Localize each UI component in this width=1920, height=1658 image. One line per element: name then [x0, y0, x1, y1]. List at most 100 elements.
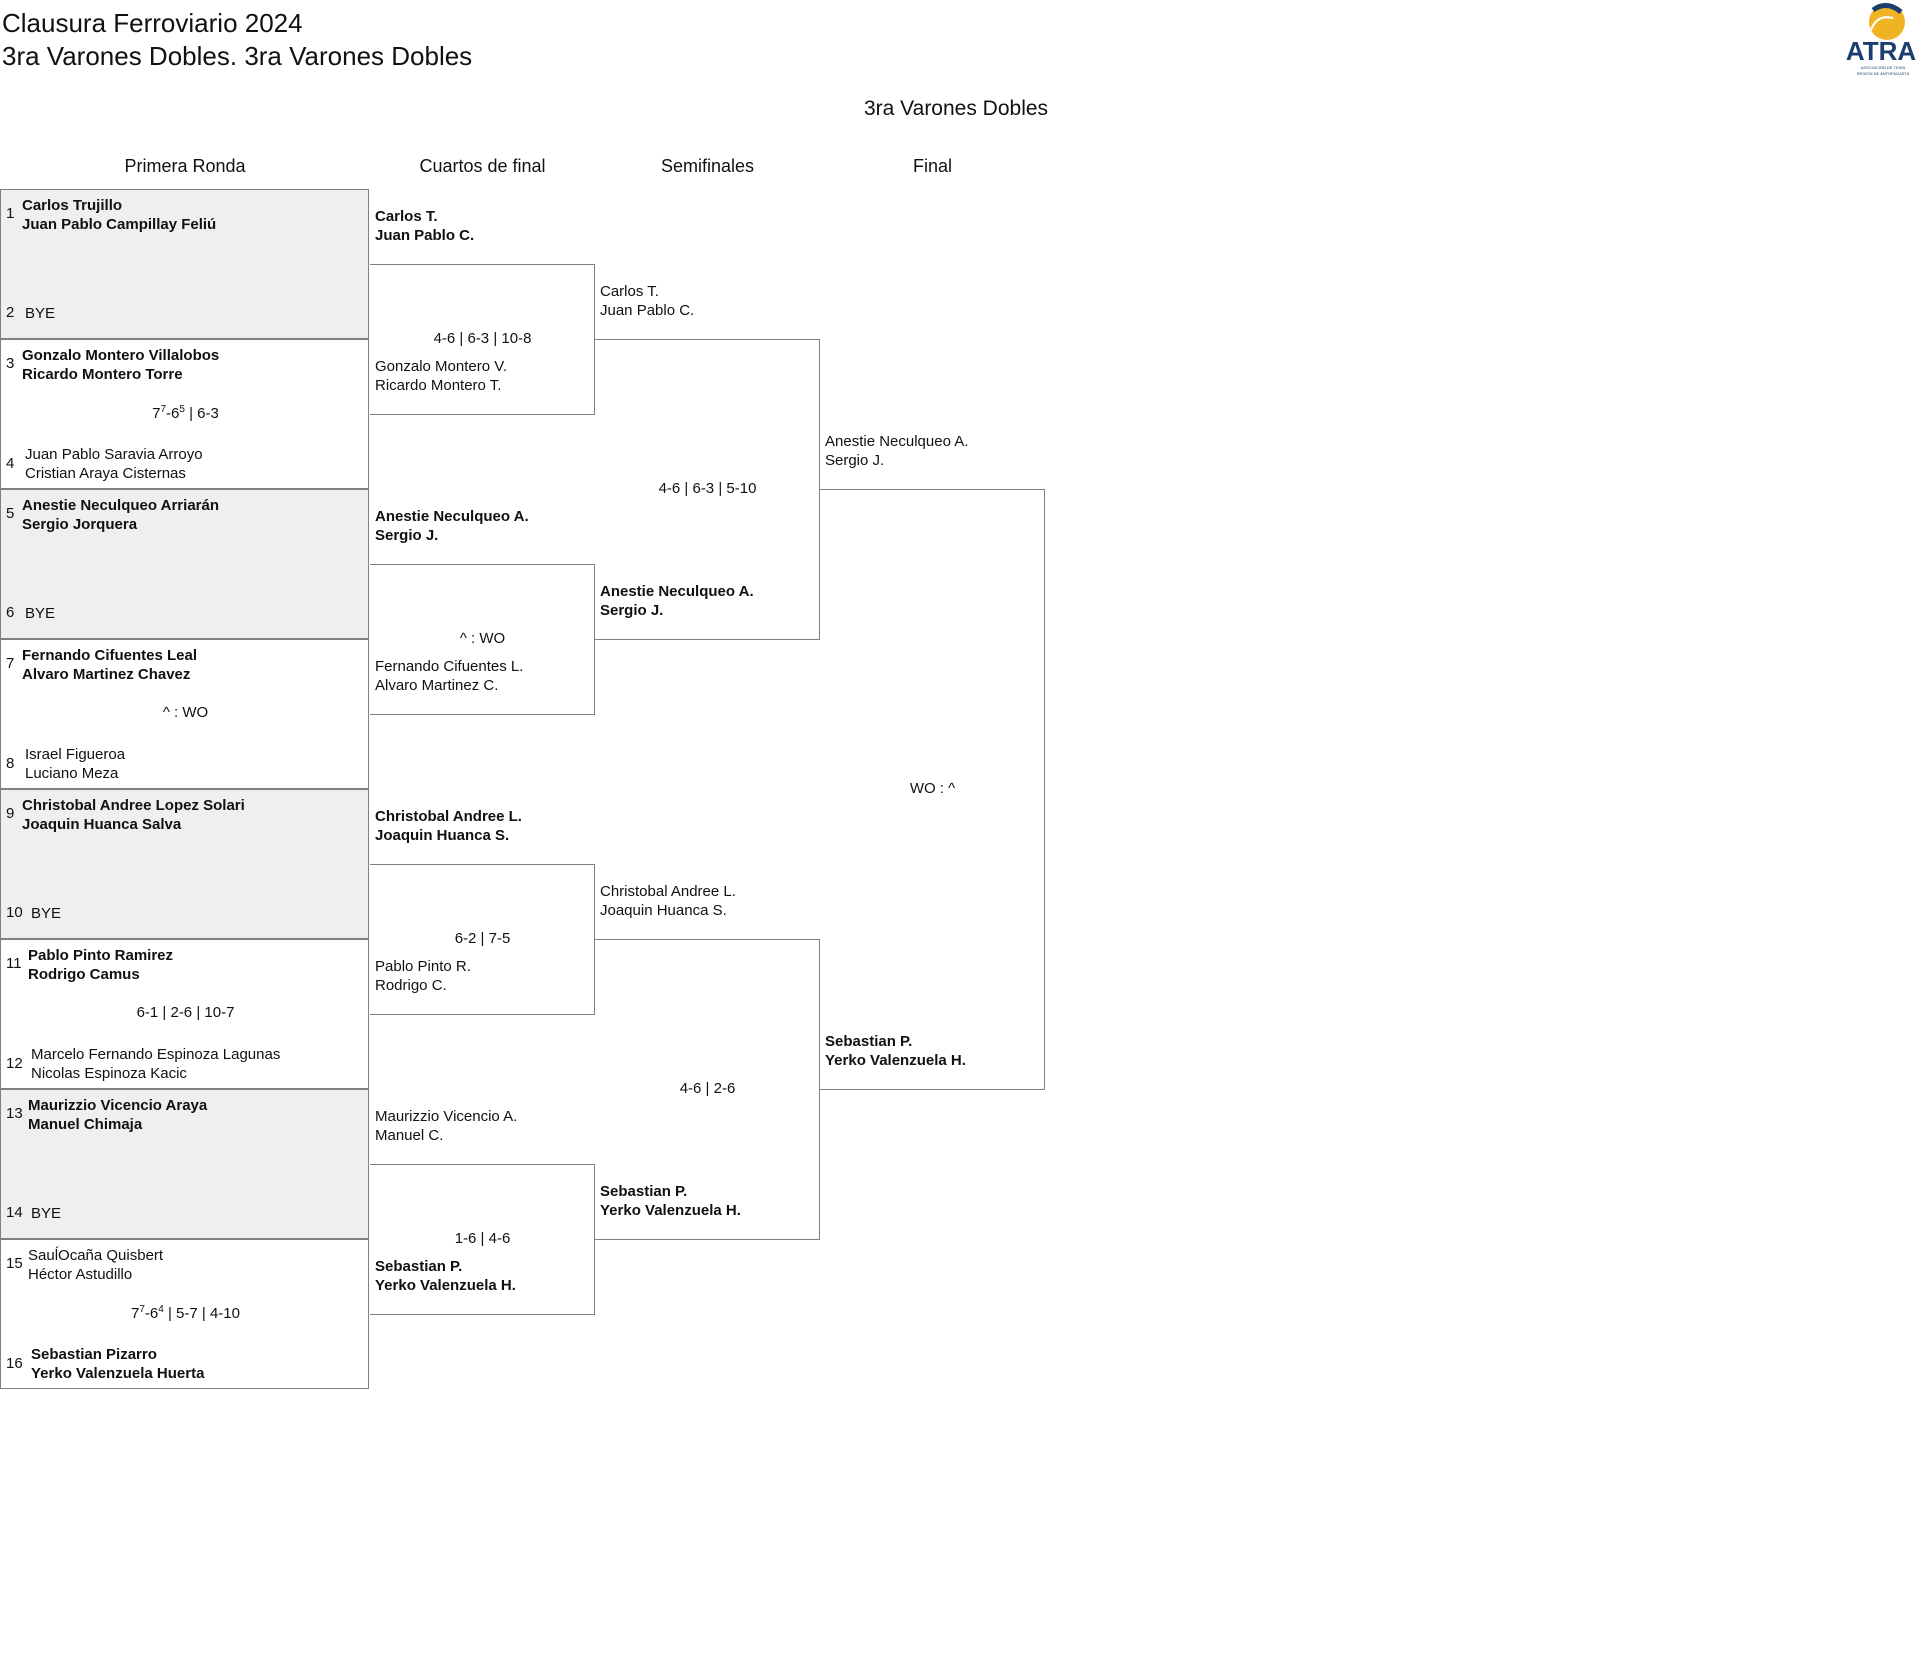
- player-name: Pablo Pinto Ramirez: [28, 947, 174, 964]
- player-name: Alvaro Martinez Chavez: [22, 666, 191, 683]
- semifinal-connector: [595, 339, 820, 640]
- player-name: Juan Pablo C.: [600, 302, 695, 319]
- semifinal-score: 4-6 | 6-3 | 5-10: [658, 479, 757, 497]
- quarterfinal-team-b: Pablo Pinto R. Rodrigo C.: [375, 957, 471, 995]
- bye-label: BYE: [25, 605, 56, 622]
- seed-number: 12: [6, 1055, 23, 1072]
- player-name: Carlos Trujillo: [22, 197, 123, 214]
- final-team-a: Anestie Neculqueo A.Sergio J.: [825, 432, 968, 470]
- column-header-first-round: Primera Ronda: [124, 156, 246, 176]
- quarterfinal-team-a: Maurizzio Vicencio A. Manuel C.: [375, 1107, 517, 1145]
- player-name: SauĺOcaña Quisbert: [28, 1247, 164, 1264]
- player-name: Yerko Valenzuela H.: [825, 1052, 966, 1069]
- semifinal-team-b: Anestie Neculqueo A.Sergio J.: [600, 582, 754, 620]
- player-name: Manuel Chimaja: [28, 1116, 143, 1133]
- semifinal-score: 4-6 | 2-6: [679, 1079, 736, 1097]
- player-name: Gonzalo Montero V.: [375, 358, 508, 375]
- seed-number: 1: [6, 205, 15, 222]
- player-name: Yerko Valenzuela H.: [600, 1202, 741, 1219]
- final-team-b: Sebastian P. Yerko Valenzuela H.: [825, 1032, 966, 1070]
- seed-number: 14: [6, 1204, 23, 1221]
- seed-number: 10: [6, 904, 23, 921]
- player-name: Carlos T.: [600, 283, 659, 300]
- player-name: Rodrigo C.: [375, 977, 447, 994]
- player-name: Pablo Pinto R.: [375, 958, 471, 975]
- player-name: Manuel C.: [375, 1127, 444, 1144]
- match-score: 77-65 | 6-3: [152, 404, 219, 422]
- quarterfinal-connector: [370, 1164, 595, 1315]
- svg-text:ASOCIACIÓN DE TENIS: ASOCIACIÓN DE TENIS: [1861, 65, 1906, 70]
- seed-number: 4: [6, 455, 15, 472]
- quarterfinal-score: ^ : WO: [459, 629, 506, 647]
- match-score: 6-1 | 2-6 | 10-7: [136, 1004, 235, 1021]
- player-name: Sergio Jorquera: [22, 516, 138, 533]
- seed-number: 11: [6, 955, 22, 972]
- match-score: 77-64 | 5-7 | 4-10: [131, 1304, 240, 1322]
- player-name: Anestie Neculqueo A.: [375, 508, 529, 525]
- player-name: Fernando Cifuentes L.: [375, 658, 524, 675]
- player-name: Ricardo Montero T.: [375, 377, 502, 394]
- column-header-semifinals: Semifinales: [660, 156, 755, 176]
- player-name: Carlos T.: [375, 208, 438, 225]
- player-name: Israel Figueroa: [25, 746, 126, 763]
- quarterfinal-connector: [370, 864, 595, 1015]
- player-name: Sebastian P.: [825, 1033, 913, 1050]
- player-name: Juan Pablo Saravia Arroyo: [25, 446, 203, 463]
- player-name: Joaquin Huanca S.: [600, 902, 727, 919]
- player-name: Alvaro Martinez C.: [375, 677, 499, 694]
- player-name: Yerko Valenzuela H.: [375, 1277, 516, 1294]
- bye-label: BYE: [31, 1205, 62, 1222]
- player-name: Joaquin Huanca S.: [375, 827, 510, 844]
- player-name: Maurizzio Vicencio Araya: [28, 1097, 208, 1114]
- column-header-final: Final: [912, 156, 952, 176]
- seed-number: 2: [6, 304, 15, 321]
- player-name: Cristian Araya Cisternas: [25, 465, 186, 482]
- quarterfinal-score: 1-6 | 4-6: [454, 1229, 511, 1247]
- semifinal-connector: [595, 939, 820, 1240]
- semifinal-team-a: Carlos T. Juan Pablo C.: [600, 282, 694, 320]
- player-name: Nicolas Espinoza Kacic: [31, 1065, 187, 1082]
- player-name: Héctor Astudillo: [28, 1266, 133, 1283]
- player-name: Christobal Andree L.: [375, 808, 522, 825]
- player-name: Anestie Neculqueo Arriarán: [22, 497, 219, 514]
- seed-number: 15: [6, 1255, 23, 1272]
- seed-number: 8: [6, 755, 15, 772]
- player-name: Sebastian P.: [375, 1258, 463, 1275]
- player-name: Maurizzio Vicencio A.: [375, 1108, 518, 1125]
- logo-text: ATRA: [1846, 36, 1917, 66]
- tournament-title: Clausura Ferroviario 2024: [2, 8, 303, 38]
- semifinal-team-b: Sebastian P. Yerko Valenzuela H.: [600, 1182, 741, 1220]
- player-name: Sebastian P.: [600, 1183, 688, 1200]
- seed-number: 3: [6, 355, 15, 372]
- player-name: Marcelo Fernando Espinoza Lagunas: [31, 1046, 281, 1063]
- player-name: Luciano Meza: [25, 765, 119, 782]
- svg-text:REGIÓN DE ANTOFAGASTA: REGIÓN DE ANTOFAGASTA: [1857, 71, 1910, 76]
- player-name: Rodrigo Camus: [28, 966, 140, 983]
- match-score: ^ : WO: [162, 704, 209, 721]
- bye-label: BYE: [25, 305, 56, 322]
- seed-number: 13: [6, 1105, 23, 1122]
- bye-label: BYE: [31, 905, 62, 922]
- seed-number: 7: [6, 655, 15, 672]
- player-name: Juan Pablo Campillay Feliú: [22, 216, 217, 233]
- final-connector: [820, 489, 1045, 1090]
- player-name: Sebastian Pizarro: [31, 1346, 157, 1363]
- quarterfinal-score: 4-6 | 6-3 | 10-8: [433, 329, 532, 347]
